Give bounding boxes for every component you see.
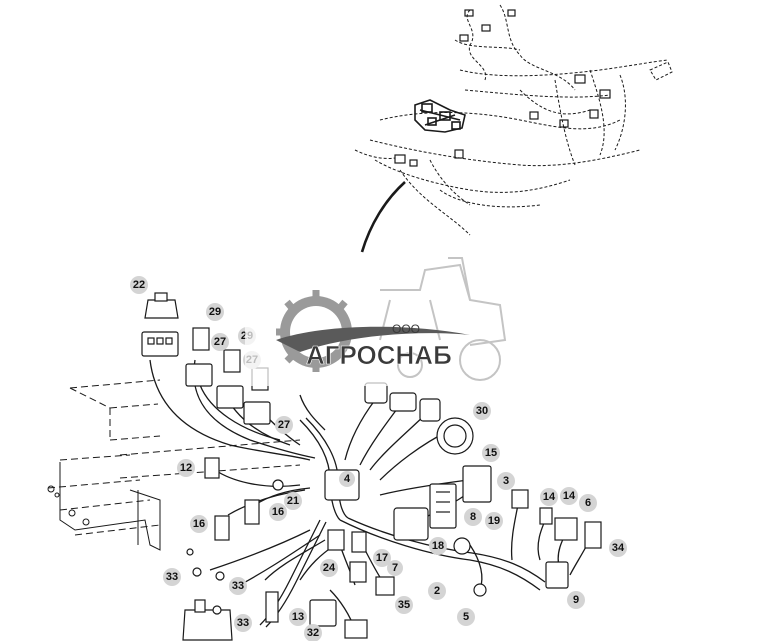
callout-33b: 33 [229, 577, 247, 595]
callout-33: 33 [163, 568, 181, 586]
svg-text:30: 30 [476, 405, 488, 417]
callout-16: 16 [190, 515, 208, 533]
callout-17: 17 [373, 549, 391, 567]
callout-33c: 33 [234, 614, 252, 632]
svg-text:33: 33 [232, 580, 244, 592]
svg-text:7: 7 [392, 562, 398, 574]
callout-22: 22 [130, 276, 148, 294]
callout-8: 8 [464, 508, 482, 526]
callout-27: 27 [211, 333, 229, 351]
callout-2: 2 [428, 582, 446, 600]
svg-text:24: 24 [323, 562, 336, 574]
machine-overview [354, 4, 673, 253]
svg-text:17: 17 [376, 552, 388, 564]
callout-18: 18 [429, 537, 447, 555]
svg-text:3: 3 [503, 475, 509, 487]
svg-text:13: 13 [292, 611, 304, 623]
svg-text:27: 27 [278, 419, 290, 431]
svg-text:33: 33 [237, 617, 249, 629]
callout-3: 3 [497, 472, 515, 490]
svg-text:4: 4 [344, 473, 351, 485]
svg-text:35: 35 [398, 599, 410, 611]
svg-text:14: 14 [563, 490, 576, 502]
svg-text:5: 5 [463, 611, 469, 623]
svg-text:8: 8 [470, 511, 476, 523]
svg-text:29: 29 [209, 306, 221, 318]
callout-9: 9 [567, 591, 585, 609]
callout-14: 14 [540, 488, 558, 506]
callout-7: 7 [387, 560, 403, 576]
callout-4: 4 [339, 471, 355, 487]
svg-text:19: 19 [488, 515, 500, 527]
watermark-prefix: ООО [392, 322, 420, 336]
svg-text:12: 12 [180, 462, 192, 474]
callout-21: 21 [284, 492, 302, 510]
agrosnab-watermark: ООО АГРОСНАБ [245, 257, 535, 386]
callout-24: 24 [320, 559, 338, 577]
callout-32: 32 [304, 624, 322, 641]
callout-5: 5 [457, 608, 475, 626]
callout-6: 6 [579, 494, 597, 512]
svg-text:16: 16 [272, 506, 284, 518]
svg-text:14: 14 [543, 491, 556, 503]
svg-text:22: 22 [133, 279, 145, 291]
callout-30: 30 [473, 402, 491, 420]
callout-34: 34 [609, 539, 627, 557]
svg-text:15: 15 [485, 447, 497, 459]
callout-15: 15 [482, 444, 500, 462]
callout-12: 12 [177, 459, 195, 477]
svg-text:34: 34 [612, 542, 625, 554]
svg-text:33: 33 [166, 571, 178, 583]
svg-text:32: 32 [307, 627, 319, 639]
svg-text:2: 2 [434, 585, 440, 597]
callout-29: 29 [206, 303, 224, 321]
callout-16b: 16 [269, 503, 287, 521]
svg-text:21: 21 [287, 495, 299, 507]
svg-text:27: 27 [214, 336, 226, 348]
svg-text:18: 18 [432, 540, 444, 552]
callout-19: 19 [485, 512, 503, 530]
svg-text:16: 16 [193, 518, 205, 530]
watermark-brand: АГРОСНАБ [306, 340, 452, 370]
callout-27c: 27 [275, 416, 293, 434]
svg-text:6: 6 [585, 497, 591, 509]
callout-35: 35 [395, 596, 413, 614]
callout-14b: 14 [560, 487, 578, 505]
svg-text:9: 9 [573, 594, 579, 606]
callout-13: 13 [289, 608, 307, 626]
